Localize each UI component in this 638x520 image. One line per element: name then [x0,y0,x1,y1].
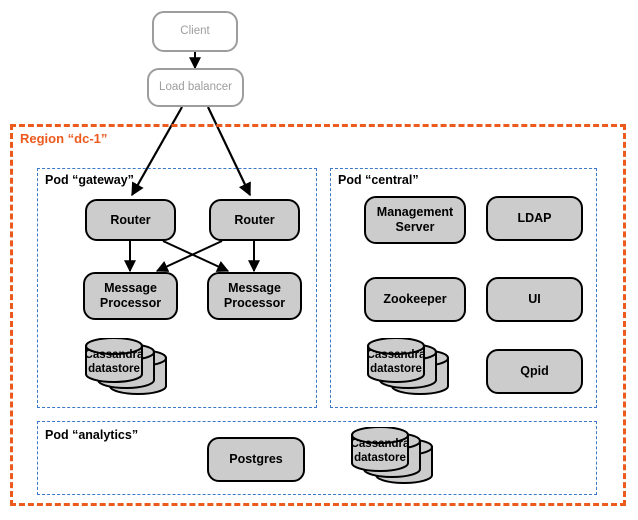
pod-analytics-label: Pod “analytics” [45,428,139,442]
node-management-server-label-line2: Server [395,220,435,234]
node-ui[interactable]: UI [486,277,583,322]
node-router-1[interactable]: Router [85,199,176,241]
node-load-balancer-label: Load balancer [159,80,232,93]
cassandra-gateway-cylinders [85,337,167,395]
node-cassandra-analytics[interactable]: Cassandra datastore [340,426,468,489]
node-management-server[interactable]: Management Server [364,196,466,244]
pod-central-label: Pod “central” [338,173,419,187]
pod-central [330,168,597,408]
node-management-server-label-line1: Management [376,205,454,220]
node-message-processor-2-label-line1: Message [228,281,281,296]
node-ldap-label: LDAP [517,211,552,226]
region-label: Region “dc-1” [20,131,108,146]
node-message-processor-1-label-line2: Processor [99,296,162,310]
node-message-processor-2[interactable]: Message Processor [207,272,302,320]
node-load-balancer[interactable]: Load balancer [147,68,244,107]
pod-gateway-label: Pod “gateway” [45,173,134,187]
cassandra-central-cylinders [367,337,449,395]
node-cassandra-central[interactable]: Cassandra datastore [356,337,484,400]
region-dc-1 [10,124,626,506]
cassandra-analytics-cylinders [351,426,433,484]
node-client-label: Client [180,24,210,37]
pod-analytics [37,421,597,495]
node-zookeeper[interactable]: Zookeeper [364,277,466,322]
node-zookeeper-label: Zookeeper [383,292,447,307]
node-cassandra-gateway[interactable]: Cassandra datastore [74,337,202,400]
node-ldap[interactable]: LDAP [486,196,583,241]
node-router-1-label: Router [110,212,151,227]
node-ui-label: UI [528,292,541,307]
node-postgres-label: Postgres [229,452,283,467]
node-client[interactable]: Client [152,11,238,52]
node-router-2[interactable]: Router [209,199,300,241]
pod-gateway [37,168,317,408]
node-qpid-label: Qpid [520,364,549,379]
node-message-processor-2-label-line2: Processor [223,296,286,310]
node-qpid[interactable]: Qpid [486,349,583,394]
node-router-2-label: Router [234,212,275,227]
node-postgres[interactable]: Postgres [207,437,305,482]
node-message-processor-1[interactable]: Message Processor [83,272,178,320]
node-message-processor-1-label-line1: Message [104,281,157,296]
